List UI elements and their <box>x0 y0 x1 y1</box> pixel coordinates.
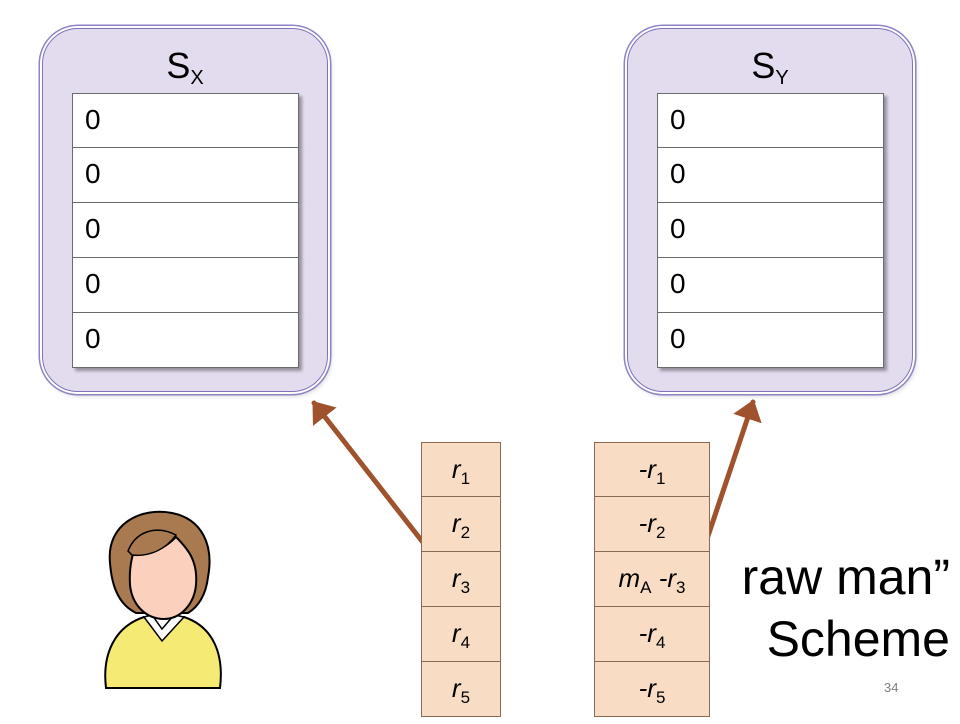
share-cell: 0 <box>657 313 884 368</box>
mask-cell: r5 <box>421 662 501 717</box>
share-cell: 0 <box>72 313 299 368</box>
person-icon <box>104 510 222 689</box>
mask-cell: r3 <box>421 552 501 607</box>
slide-number: 34 <box>884 680 899 695</box>
mask-column-negative: -r1 -r2 mA -r3 -r4 -r5 <box>594 442 710 717</box>
server-x-title: SX <box>166 45 204 89</box>
server-x: SX 0 0 0 0 0 <box>42 28 328 392</box>
share-cell: 0 <box>72 93 299 148</box>
share-cell: 0 <box>657 148 884 203</box>
arrow-to-server-x <box>311 400 428 548</box>
mask-cell: mA -r3 <box>594 552 710 607</box>
server-y-share-table: 0 0 0 0 0 <box>657 93 884 368</box>
server-y-title: SY <box>751 45 789 89</box>
mask-column-positive: r1 r2 r3 r4 r5 <box>421 442 501 717</box>
mask-cell: -r1 <box>594 442 710 497</box>
share-cell: 0 <box>657 258 884 313</box>
mask-cell: -r2 <box>594 497 710 552</box>
share-cell: 0 <box>657 93 884 148</box>
arrow-to-server-y <box>702 399 762 548</box>
mask-cell: -r5 <box>594 662 710 717</box>
mask-cell: r4 <box>421 607 501 662</box>
scheme-title: raw man” Scheme <box>741 549 950 667</box>
server-x-share-table: 0 0 0 0 0 <box>72 93 299 368</box>
share-cell: 0 <box>657 203 884 258</box>
mask-cell: r2 <box>421 497 501 552</box>
mask-cell: -r4 <box>594 607 710 662</box>
share-cell: 0 <box>72 203 299 258</box>
server-y: SY 0 0 0 0 0 <box>627 28 913 392</box>
share-cell: 0 <box>72 258 299 313</box>
mask-cell: r1 <box>421 442 501 497</box>
share-cell: 0 <box>72 148 299 203</box>
